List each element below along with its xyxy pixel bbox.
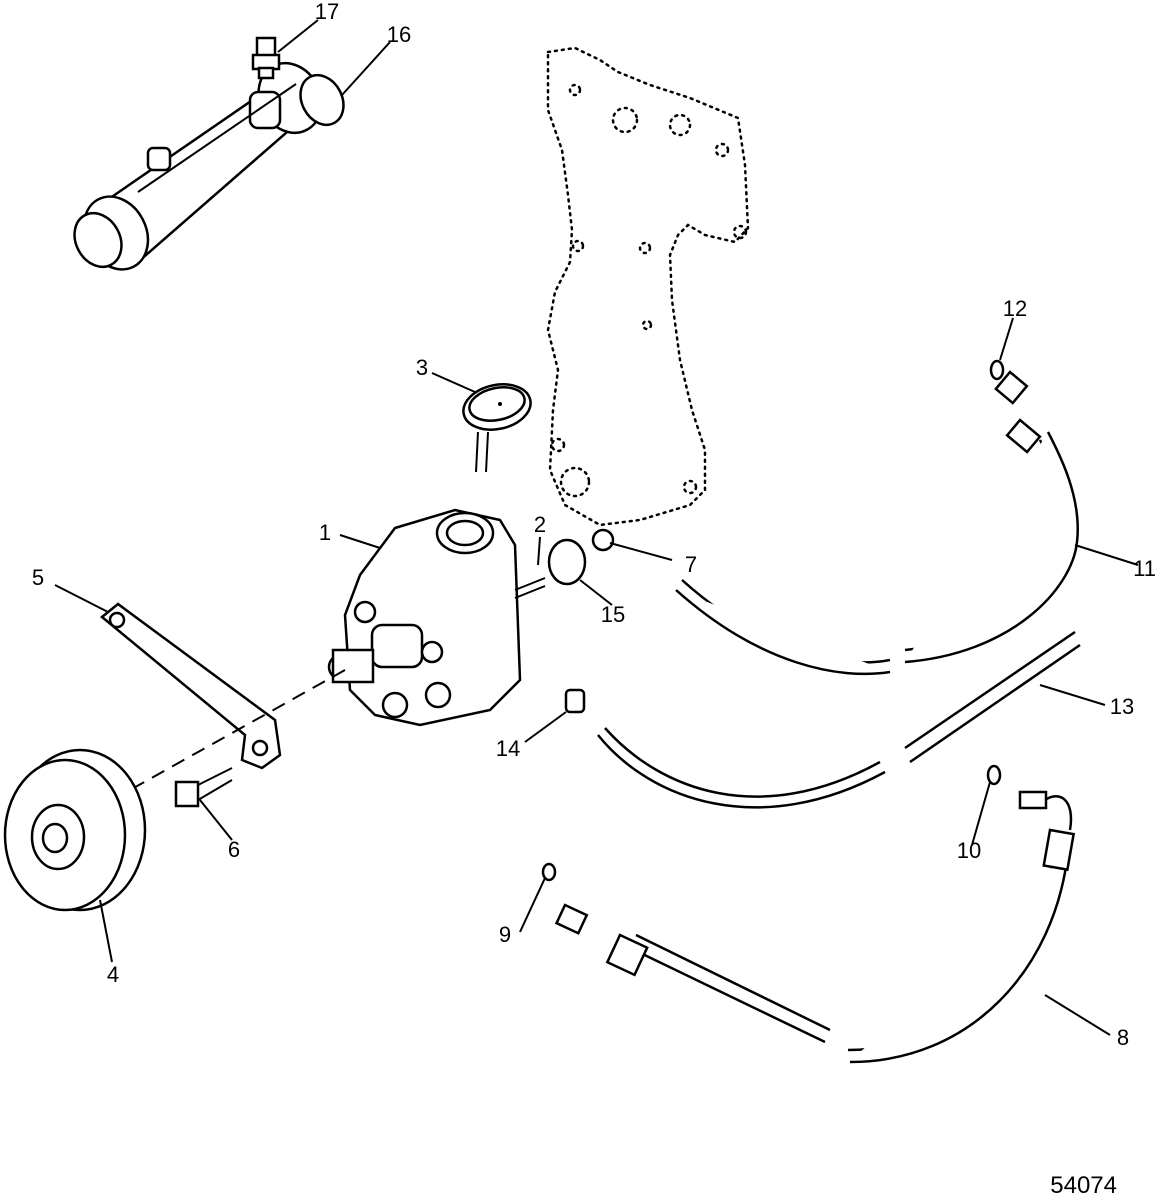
part-12-seal	[989, 359, 1005, 381]
engine-bracket-outline	[546, 46, 750, 527]
callout-7: 7	[685, 552, 697, 577]
part-13-hose	[597, 630, 1081, 809]
callout-12: 12	[1003, 296, 1027, 321]
callout-15: 15	[601, 602, 625, 627]
callout-14: 14	[496, 736, 520, 761]
part-6-bolt	[174, 767, 233, 808]
callout-17: 17	[315, 0, 339, 24]
shaft-centerline	[129, 669, 346, 791]
part-10-seal	[986, 764, 1002, 786]
part-9-seal	[541, 862, 557, 882]
callout-16: 16	[387, 22, 411, 47]
part-4-pulley	[3, 748, 147, 912]
part-7-nut	[591, 528, 615, 552]
callout-10: 10	[957, 838, 981, 863]
part-16-cylinder	[73, 61, 345, 271]
part-17-sender	[251, 36, 281, 80]
part-14-fitting	[564, 688, 586, 714]
part-1-pump	[327, 508, 546, 727]
part-5-bracket	[100, 602, 282, 770]
callout-6: 6	[228, 837, 240, 862]
callout-labels: 1 2 3 4 5 6 7 8 9 10 11 12 13 14 15 16 1…	[32, 0, 1156, 1050]
callout-2: 2	[534, 512, 546, 537]
callout-4: 4	[107, 962, 119, 987]
callout-11: 11	[1133, 556, 1156, 581]
part-11-hose	[675, 370, 1079, 676]
callout-3: 3	[416, 355, 428, 380]
part-8-hose	[554, 790, 1076, 1064]
callout-9: 9	[499, 922, 511, 947]
part-15-spacer	[547, 538, 587, 586]
figure-number: 54074	[1050, 1172, 1117, 1199]
callout-1: 1	[319, 520, 331, 545]
callout-8: 8	[1117, 1025, 1129, 1050]
callout-5: 5	[32, 565, 44, 590]
part-3-dipstick-cap	[462, 383, 532, 473]
leader-lines	[54, 19, 1139, 1036]
callout-13: 13	[1110, 694, 1134, 719]
